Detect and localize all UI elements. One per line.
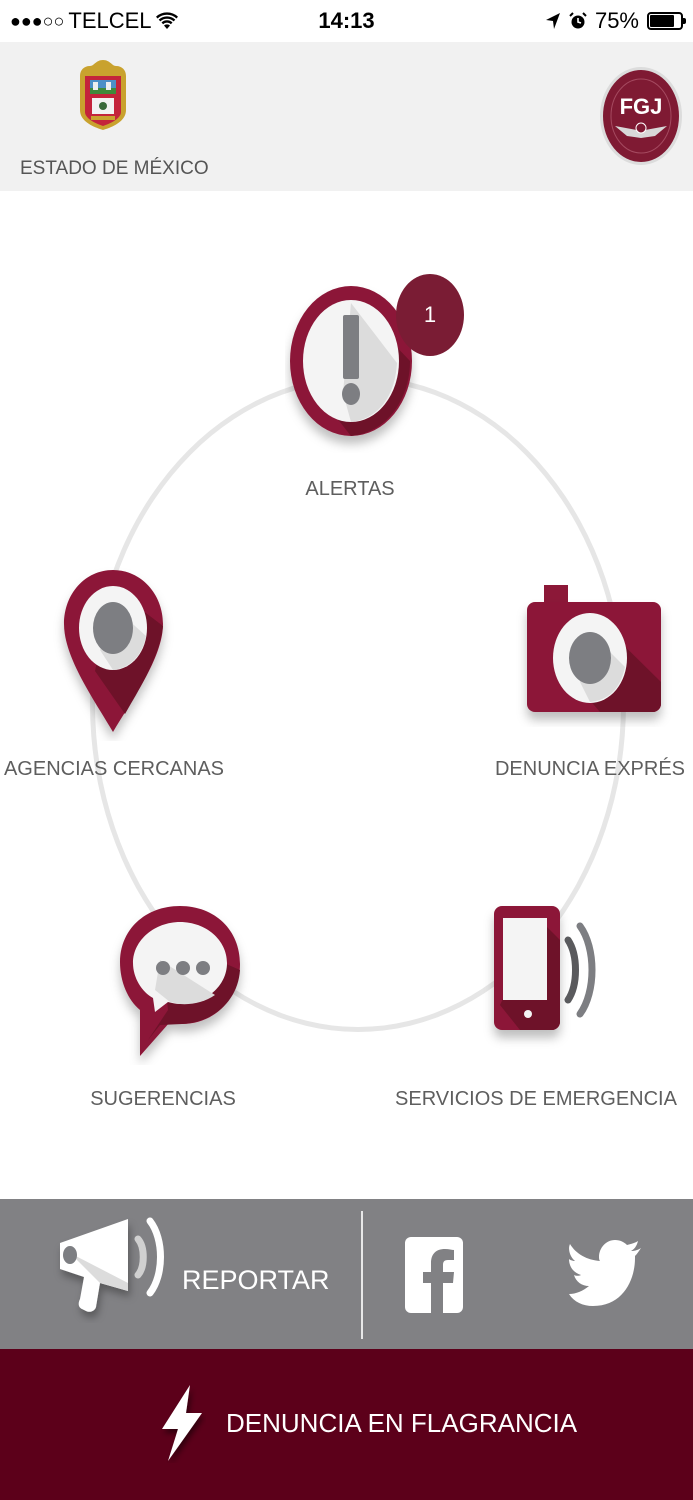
menu-item-agencias-cercanas[interactable]: AGENCIAS CERCANAS (0, 566, 230, 786)
estado-de-mexico-crest-logo (80, 60, 126, 130)
location-arrow-icon (545, 13, 560, 29)
divider (361, 1211, 363, 1339)
clock: 14:13 (318, 8, 375, 33)
menu-item-denuncia-expres[interactable]: DENUNCIA EXPRÉS (490, 582, 690, 787)
menu-item-label: SERVICIOS DE EMERGENCIA (395, 1088, 677, 1110)
menu-item-label: SUGERENCIAS (90, 1088, 236, 1110)
camera-icon (527, 585, 661, 712)
chat-bubble-icon (120, 906, 240, 1056)
alarm-icon (569, 12, 587, 29)
report-button[interactable]: REPORTAR (50, 1213, 340, 1333)
action-bar: REPORTAR (0, 1199, 693, 1349)
exclamation-icon (290, 286, 412, 436)
battery-icon (647, 12, 686, 30)
state-name: ESTADO DE MÉXICO (20, 158, 209, 179)
svg-text:FGJ: FGJ (620, 94, 663, 119)
notification-badge: 1 (396, 274, 464, 356)
app-header: ESTADO DE MÉXICO FGJ (0, 42, 693, 191)
menu-item-label: ALERTAS (305, 478, 395, 500)
lightning-icon (162, 1385, 202, 1461)
menu-item-label: DENUNCIA EXPRÉS (494, 758, 686, 780)
map-pin-icon (64, 570, 163, 732)
phone-signal-icon (494, 906, 596, 1030)
carrier-name: TELCEL (68, 8, 152, 33)
flagrancia-label: DENUNCIA EN FLAGRANCIA (226, 1407, 578, 1438)
menu-item-sugerencias[interactable]: SUGERENCIAS (60, 900, 270, 1115)
battery-percent: 75% (594, 8, 639, 33)
denuncia-flagrancia-button[interactable]: DENUNCIA EN FLAGRANCIA (0, 1349, 693, 1500)
twitter-icon[interactable] (568, 1237, 642, 1309)
report-label: REPORTAR (182, 1265, 330, 1295)
megaphone-icon (60, 1217, 164, 1312)
menu-item-alertas[interactable]: ALERTAS (285, 283, 420, 508)
fgj-logo: FGJ (600, 67, 682, 165)
facebook-icon[interactable] (405, 1237, 463, 1313)
menu-item-label: AGENCIAS CERCANAS (3, 758, 225, 780)
signal-strength-icon: ●●●○○ (10, 10, 65, 31)
status-bar: ●●●○○ TELCEL 14:13 75% (0, 0, 693, 42)
wifi-icon (155, 12, 178, 29)
menu-item-servicios-emergencia[interactable]: SERVICIOS DE EMERGENCIA (395, 900, 680, 1115)
